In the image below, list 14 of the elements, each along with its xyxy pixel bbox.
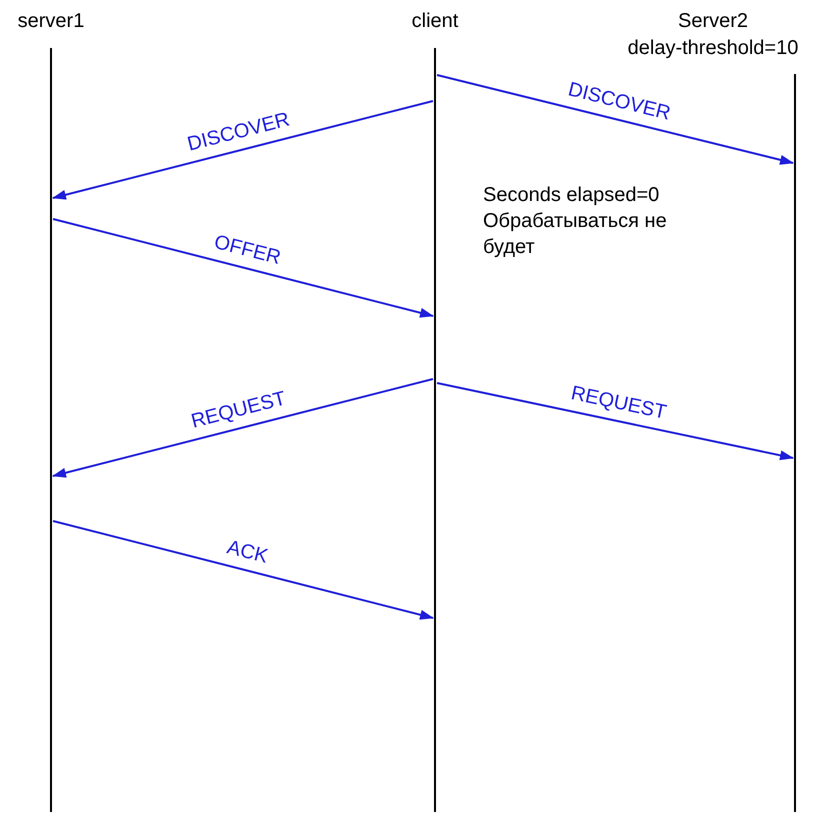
arrow <box>52 378 434 478</box>
arrow <box>436 382 794 460</box>
lifeline-label: delay-threshold=10 <box>628 36 798 61</box>
lifeline-label: server1 <box>18 9 84 34</box>
arrow <box>52 520 434 620</box>
note-text: Seconds elapsed=0 Обрабатываться не будет <box>483 183 668 260</box>
arrow <box>52 218 434 318</box>
edge-label: OFFER <box>212 231 283 270</box>
edge-label: REQUEST <box>569 382 668 424</box>
edge-label: ACK <box>224 536 270 568</box>
lifeline-label: client <box>412 9 458 34</box>
arrow <box>436 74 794 165</box>
lifeline-label: Server2 <box>678 9 748 34</box>
arrow <box>52 100 434 200</box>
